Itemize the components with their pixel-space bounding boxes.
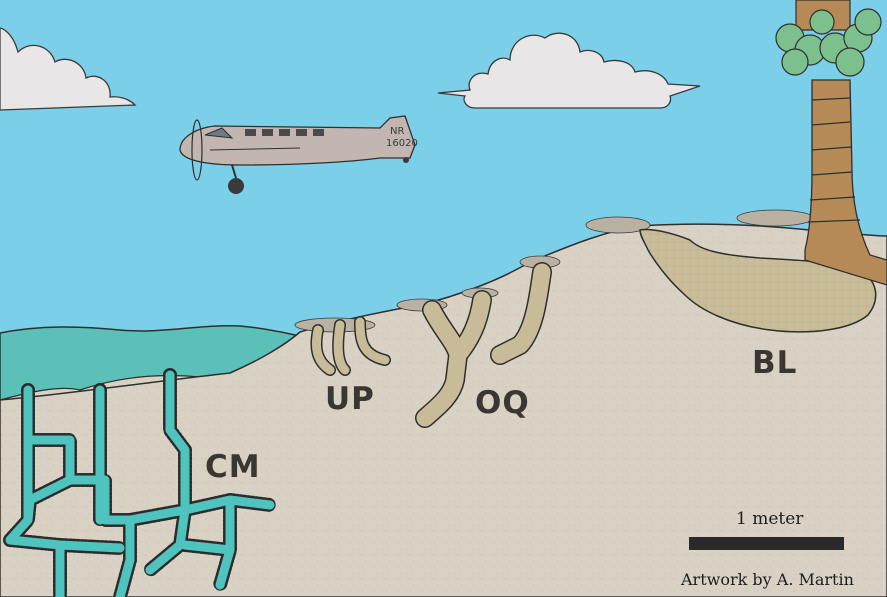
tail-number-line2: 16020 (386, 138, 418, 149)
scale-bar (689, 537, 844, 550)
scale-label: 1 meter (736, 509, 804, 529)
oq-burrows (415, 262, 552, 428)
cm-water-channels (5, 370, 275, 597)
label-up: UP (325, 381, 375, 417)
label-oq: OQ (475, 385, 530, 421)
tail-number-line1: NR (390, 126, 404, 137)
airplane: NR 16020 (179, 115, 418, 194)
cloud-left (0, 27, 137, 111)
palm-tree (775, 0, 887, 286)
cloud-center (437, 32, 701, 109)
label-bl: BL (752, 345, 798, 381)
bl-burrow (639, 228, 877, 333)
artwork-credit: Artwork by A. Martin (681, 570, 854, 589)
label-cm: CM (205, 449, 261, 485)
up-burrows (310, 316, 391, 376)
